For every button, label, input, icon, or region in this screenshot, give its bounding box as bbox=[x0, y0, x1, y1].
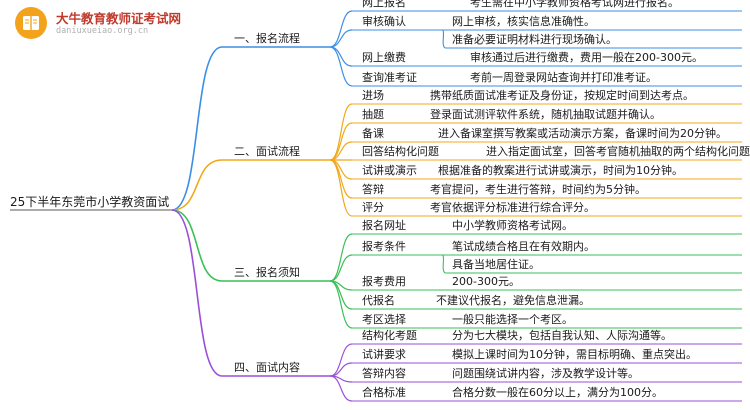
branch-link-2 bbox=[171, 159, 223, 211]
leaf-desc-3-5-1: 一般只能选择一个考区。 bbox=[452, 313, 573, 326]
leaf-desc-3-3-1: 200-300元。 bbox=[452, 275, 520, 288]
root-label: 25下半年东莞市小学教资面试 bbox=[10, 195, 170, 209]
leaf-desc-4-4-1: 合格分数一般在60分以上，满分为100分。 bbox=[452, 386, 663, 399]
leaf-link-4-2 bbox=[329, 362, 353, 377]
leaf-label-4-3: 答辩内容 bbox=[362, 367, 406, 380]
leaf-link-3-2 bbox=[329, 254, 353, 282]
leaf-desc-1-2-1: 网上审核，核实信息准确性。 bbox=[452, 15, 595, 28]
leaf-desc-2-2-1: 登录面试测评软件系统，随机抽取试题并确认。 bbox=[430, 108, 661, 121]
leaf-label-3-2: 报考条件 bbox=[362, 240, 406, 253]
leaf-desc-1-1-1: 考生需在中小学教师资格考试网进行报名。 bbox=[470, 0, 679, 9]
leaf-link-1-4 bbox=[329, 46, 353, 87]
leaf-label-4-4: 合格标准 bbox=[362, 386, 406, 399]
leaf-label-1-2: 审核确认 bbox=[362, 15, 406, 28]
leaf-link-4-1 bbox=[329, 343, 353, 377]
leaf-label-2-4: 回答结构化问题 bbox=[362, 145, 439, 158]
leaf-label-1-3: 网上缴费 bbox=[362, 51, 406, 64]
leaf-desc-3-4-1: 不建议代报名，避免信息泄漏。 bbox=[436, 294, 590, 307]
leaf-desc-2-6-1: 考官提问，考生进行答辩，时间约为5分钟。 bbox=[430, 183, 646, 196]
leaf-desc-1-4-1: 考前一周登录网站查询并打印准考证。 bbox=[470, 71, 657, 84]
leaf-link-2-2 bbox=[329, 122, 353, 161]
leaf-desc-1-3-1: 审核通过后进行缴费，费用一般在200-300元。 bbox=[470, 51, 703, 64]
book-icon bbox=[15, 7, 47, 39]
leaf-link-2-3 bbox=[329, 141, 353, 161]
leaf-desc-2-7-1: 考官依据评分标准进行综合评分。 bbox=[430, 201, 595, 214]
leaf-desc-2-3-1: 进入备课室撰写教案或活动演示方案，备课时间为20分钟。 bbox=[438, 127, 727, 140]
leaf-desc-3-2-2: 具备当地居住证。 bbox=[452, 258, 540, 271]
leaf-label-2-7: 评分 bbox=[362, 201, 384, 214]
branch-link-1 bbox=[171, 46, 223, 211]
leaf-link-2-7 bbox=[329, 159, 353, 217]
section-title-1: 一、报名流程 bbox=[234, 32, 300, 45]
leaf-link-1-1 bbox=[329, 10, 353, 48]
leaf-link-4-4 bbox=[329, 375, 353, 402]
section-title-3: 三、报名须知 bbox=[234, 266, 300, 279]
leaf-desc-2-5-1: 根据准备的教案进行试讲或演示，时间为10分钟。 bbox=[438, 164, 683, 177]
leaf-desc-4-1-1: 分为七大模块，包括自我认知、人际沟通等。 bbox=[452, 329, 672, 342]
leaf-link-3-5 bbox=[329, 280, 353, 329]
leaf-label-1-4: 查询准考证 bbox=[362, 71, 417, 84]
leaf-link-2-5 bbox=[329, 159, 353, 180]
leaf-label-2-2: 抽题 bbox=[362, 108, 384, 121]
section-title-4: 四、面试内容 bbox=[234, 361, 300, 374]
leaf-label-2-1: 进场 bbox=[362, 89, 384, 102]
leaf-desc-2-1-1: 携带纸质面试准考证及身份证，按规定时间到达考点。 bbox=[430, 89, 694, 102]
leaf-label-3-1: 报名网址 bbox=[362, 219, 406, 232]
leaf-desc-3-2-1: 笔试成绩合格且在有效期内。 bbox=[452, 240, 595, 253]
leaf-desc-2-4-1: 进入指定面试室，回答考官随机抽取的两个结构化问题。 bbox=[486, 145, 750, 158]
section-title-2: 二、面试流程 bbox=[234, 145, 300, 158]
leaf-label-1-1: 网上报名 bbox=[362, 0, 406, 9]
leaf-desc-4-3-1: 问题围绕试讲内容，涉及教学设计等。 bbox=[452, 367, 639, 380]
branch-link-4 bbox=[171, 209, 223, 377]
leaf-label-2-5: 试讲或演示 bbox=[362, 164, 417, 177]
leaf-desc-3-1-1: 中小学教师资格考试网。 bbox=[452, 219, 573, 232]
desc-link-1-2-2 bbox=[441, 29, 742, 49]
leaf-link-3-1 bbox=[329, 233, 353, 282]
brand-name: 大牛教育教师证考试网 bbox=[56, 11, 182, 26]
brand-url: daniuxueiao.org.cn bbox=[56, 26, 149, 36]
desc-link-3-2-2 bbox=[441, 254, 742, 274]
leaf-link-1-3 bbox=[329, 46, 353, 67]
leaf-label-4-2: 试讲要求 bbox=[362, 348, 406, 361]
leaf-desc-1-2-2: 准备必要证明材料进行现场确认。 bbox=[452, 33, 617, 46]
leaf-label-4-1: 结构化考题 bbox=[362, 329, 417, 342]
leaf-label-2-3: 备课 bbox=[362, 127, 384, 140]
leaf-label-2-6: 答辩 bbox=[362, 183, 384, 196]
leaf-label-3-5: 考区选择 bbox=[362, 313, 406, 326]
leaf-label-3-4: 代报名 bbox=[362, 294, 395, 307]
branch-link-3 bbox=[171, 209, 223, 282]
leaf-link-1-2 bbox=[329, 29, 353, 48]
leaf-desc-4-2-1: 模拟上课时间为10分钟，需目标明确、重点突出。 bbox=[452, 348, 697, 361]
brand-logo: 大牛教育教师证考试网 daniuxueiao.org.cn bbox=[6, 4, 206, 46]
leaf-label-3-3: 报考费用 bbox=[362, 275, 406, 288]
